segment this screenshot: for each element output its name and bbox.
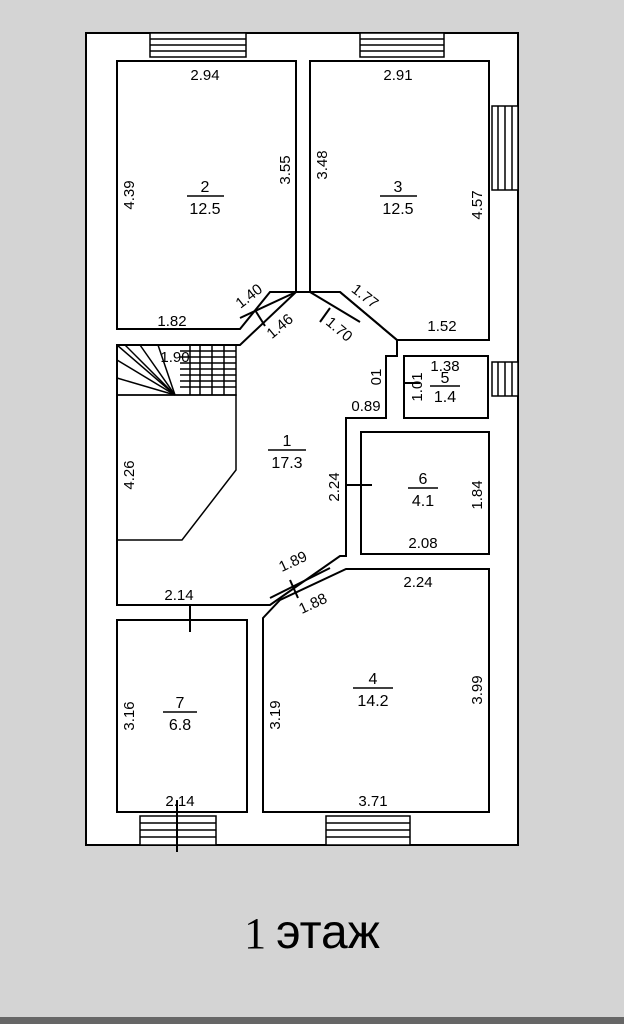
svg-text:4.1: 4.1 — [412, 493, 434, 510]
room-3-label: 3 12.5 — [380, 179, 417, 218]
svg-text:5: 5 — [441, 370, 450, 387]
room-5-label: 5 1.4 — [430, 370, 460, 406]
room-6-label: 6 4.1 — [408, 471, 438, 510]
dim-r1-stairs: 1.90 — [160, 349, 189, 366]
dim-r4-left: 3.19 — [267, 700, 284, 729]
svg-text:7: 7 — [176, 695, 185, 712]
window-top-left — [149, 32, 247, 58]
svg-text:12.5: 12.5 — [382, 201, 413, 218]
room-2-label: 2 12.5 — [187, 179, 224, 218]
dim-r6-right: 1.84 — [469, 480, 486, 509]
dim-r4-top: 2.24 — [403, 574, 432, 591]
dim-r1-recess: 01 — [368, 369, 385, 386]
svg-text:17.3: 17.3 — [271, 455, 302, 472]
svg-text:6.8: 6.8 — [169, 717, 191, 734]
room-7-label: 7 6.8 — [163, 695, 197, 734]
room-6-outline — [360, 431, 490, 555]
dim-r1-bottom-left: 2.14 — [164, 587, 193, 604]
room-4-outline — [262, 568, 490, 813]
bottom-edge — [0, 1017, 624, 1024]
doors — [176, 291, 420, 852]
svg-text:6: 6 — [419, 471, 428, 488]
dim-r6-bottom: 2.08 — [408, 535, 437, 552]
dim-r6-left: 2.24 — [326, 472, 343, 501]
dim-r3-top: 2.91 — [383, 67, 412, 84]
room-7-outline — [116, 619, 248, 813]
window-right-room-5 — [491, 361, 519, 397]
dim-r1-small: 0.89 — [351, 398, 380, 415]
dim-r7-left: 3.16 — [121, 701, 138, 730]
window-bottom-right — [325, 815, 411, 846]
room-1-outline — [116, 291, 398, 606]
dim-r2-right: 3.55 — [277, 155, 294, 184]
dim-r2-bottom: 1.82 — [157, 313, 186, 330]
window-right-room-3 — [491, 105, 519, 191]
dim-r7-bottom: 2.14 — [165, 793, 194, 810]
floor-plan: 2 12.5 3 12.5 1 17.3 5 1.4 6 4.1 4 14.2 … — [85, 32, 519, 852]
dim-r1-left: 4.26 — [121, 460, 138, 489]
svg-text:3: 3 — [394, 179, 403, 196]
dim-r3-left: 3.48 — [314, 150, 331, 179]
room-4-label: 4 14.2 — [353, 671, 393, 710]
dim-r3-bottom: 1.52 — [427, 318, 456, 335]
dim-r4-bottom: 3.71 — [358, 793, 387, 810]
room-2-outline — [116, 60, 297, 330]
svg-text:14.2: 14.2 — [357, 693, 388, 710]
dim-r2-top: 2.94 — [190, 67, 219, 84]
dim-r4-right: 3.99 — [469, 675, 486, 704]
svg-text:4: 4 — [369, 671, 378, 688]
dim-r5-top: 1.38 — [430, 358, 459, 375]
floor-word: этаж — [276, 906, 380, 959]
dim-r5-left: 1.01 — [409, 372, 426, 401]
dim-r3-right: 4.57 — [469, 190, 486, 219]
outer-wall — [85, 32, 519, 846]
window-top-right — [359, 32, 445, 58]
svg-text:2: 2 — [201, 179, 210, 196]
floor-number: 1 — [244, 909, 267, 958]
dim-r2-left: 4.39 — [121, 180, 138, 209]
svg-text:1.4: 1.4 — [434, 389, 456, 406]
svg-text:12.5: 12.5 — [189, 201, 220, 218]
svg-text:1: 1 — [283, 433, 292, 450]
room-5-outline — [403, 355, 489, 419]
room-1-label: 1 17.3 — [268, 433, 306, 472]
staircase — [116, 344, 237, 541]
